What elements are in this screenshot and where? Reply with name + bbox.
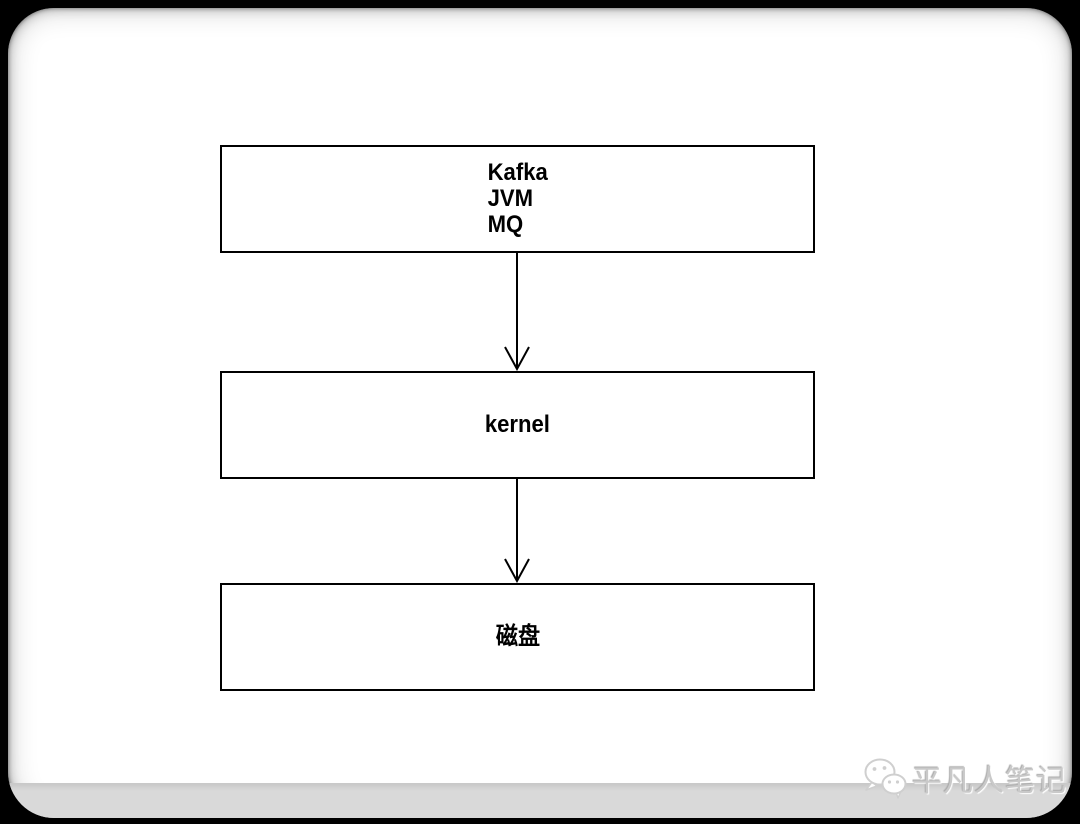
node-kafka-line-2: JVM [487,185,533,212]
wechat-icon [864,758,907,799]
node-kafka-line-3: MQ [487,211,524,238]
node-disk: 磁盘 [220,583,815,691]
node-kernel: kernel [220,371,815,479]
node-kafka: Kafka JVM MQ [220,145,815,253]
whiteboard-canvas: Kafka JVM MQ kernel 磁盘 [8,8,1072,818]
arrow-kernel-to-disk [504,479,530,583]
watermark: 平凡人笔记 [863,756,1067,800]
node-disk-label: 磁盘 [495,623,540,650]
node-kafka-label: Kafka JVM MQ [487,160,547,238]
arrow-kafka-to-kernel [504,253,530,371]
node-kafka-line-1: Kafka [487,159,548,186]
node-kernel-label: kernel [484,411,551,438]
watermark-text: 平凡人笔记 [912,765,1067,798]
